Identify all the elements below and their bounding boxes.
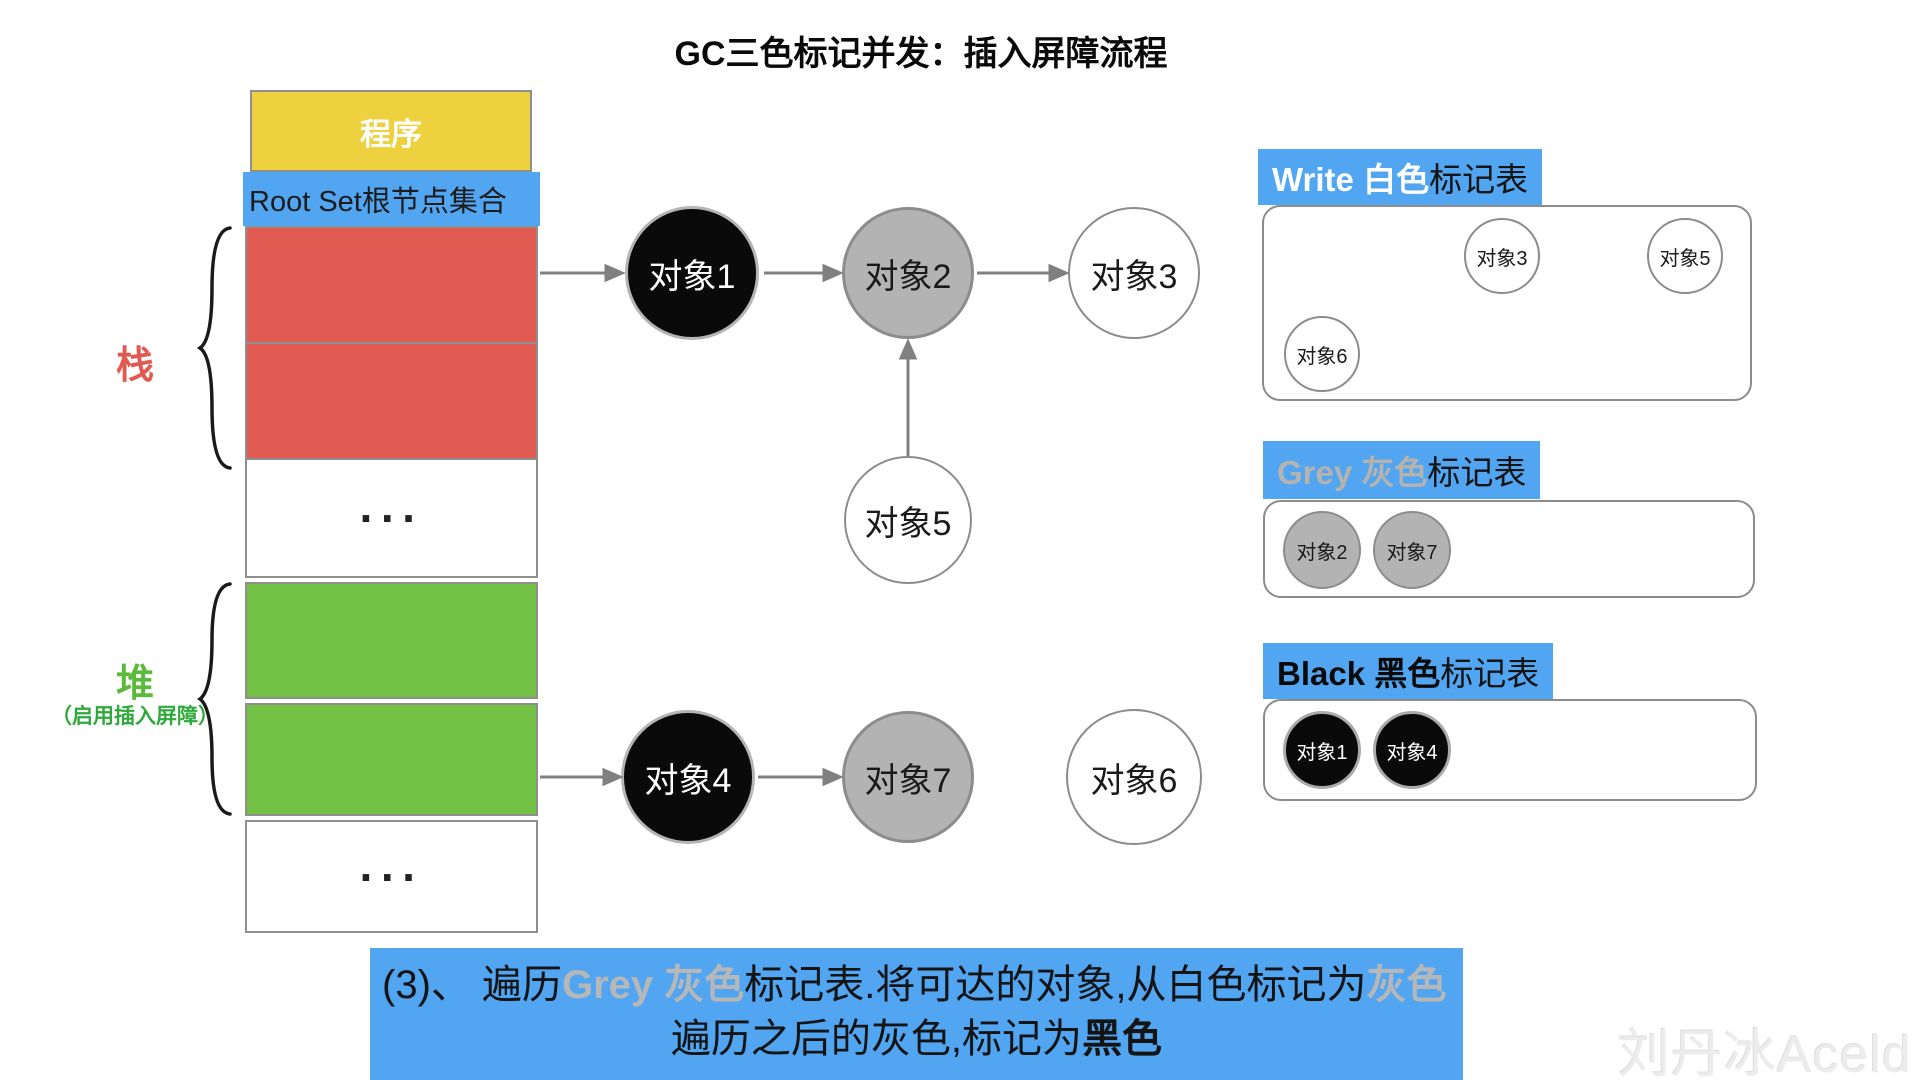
caption-l2-p2: 黑色	[1082, 1017, 1163, 1061]
graph-node-obj5: 对象5	[844, 456, 972, 584]
grey-table-item-obj7: 对象7	[1373, 511, 1451, 589]
stack-slot-2	[245, 342, 538, 460]
black-table-title-accent: Black 黑色	[1277, 655, 1441, 692]
white-table-title-accent: Write 白色	[1272, 161, 1430, 198]
arrow-obj2-to-obj3	[977, 263, 1070, 283]
white-table-item-obj3: 对象3	[1464, 218, 1540, 294]
stack-ellipsis-box: ···	[245, 458, 538, 578]
graph-node-obj4: 对象4	[621, 710, 755, 844]
black-table-item-obj1: 对象1	[1283, 711, 1361, 789]
graph-node-obj2: 对象2	[842, 207, 974, 339]
caption-banner: (3)、 遍历Grey 灰色标记表.将可达的对象,从白色标记为灰色 遍历之后的灰…	[370, 948, 1463, 1080]
graph-node-obj6: 对象6	[1066, 709, 1202, 845]
grey-table-title-accent: Grey 灰色	[1277, 454, 1428, 491]
black-table-body: 对象1 对象4	[1263, 699, 1757, 801]
caption-line-1: (3)、 遍历Grey 灰色标记表.将可达的对象,从白色标记为灰色	[370, 958, 1463, 1012]
black-table-title-rest: 标记表	[1440, 655, 1540, 692]
heap-slot-1	[245, 582, 538, 699]
graph-node-obj7: 对象7	[842, 711, 974, 843]
arrow-obj1-to-obj2	[764, 263, 844, 283]
grey-table-body: 对象2 对象7	[1263, 500, 1755, 598]
program-box: 程序	[250, 90, 532, 172]
graph-node-obj1: 对象1	[625, 206, 759, 340]
caption-l1-p1: (3)、 遍历	[382, 963, 562, 1007]
grey-table-title-rest: 标记表	[1427, 454, 1527, 491]
white-table-item-obj6: 对象6	[1284, 316, 1360, 392]
white-table-body: 对象3 对象5 对象6	[1262, 205, 1752, 401]
arrow-obj4-to-obj7	[758, 767, 844, 787]
white-table-item-obj5: 对象5	[1647, 218, 1723, 294]
diagram-title: GC三色标记并发：插入屏障流程	[674, 35, 1168, 73]
heap-insert-barrier-note: （启用插入屏障）	[51, 705, 219, 728]
white-table-header: Write 白色标记表	[1258, 149, 1543, 205]
grey-table-header: Grey 灰色标记表	[1263, 441, 1541, 499]
heap-label: 堆	[115, 663, 154, 705]
white-table-title-rest: 标记表	[1429, 161, 1529, 198]
heap-brace	[197, 582, 232, 816]
caption-l1-p2: Grey 灰色	[562, 963, 745, 1007]
caption-l1-p4: 灰色	[1366, 963, 1447, 1007]
heap-ellipsis-box: ···	[245, 820, 538, 933]
caption-l2-p1: 遍历之后的灰色,标记为	[670, 1017, 1083, 1061]
caption-l1-p3: 标记表.将可达的对象,从白色标记为	[744, 963, 1367, 1007]
stack-label: 栈	[115, 345, 154, 387]
stack-slot-1	[245, 226, 538, 344]
stack-brace	[196, 226, 232, 470]
caption-line-2: 遍历之后的灰色,标记为黑色	[370, 1012, 1463, 1066]
heap-slot-2	[245, 703, 538, 816]
graph-node-obj3: 对象3	[1068, 207, 1200, 339]
grey-table-item-obj2: 对象2	[1283, 511, 1361, 589]
black-table-item-obj4: 对象4	[1373, 711, 1451, 789]
root-set-box: Root Set根节点集合	[243, 172, 540, 226]
arrow-heap-to-obj4	[540, 767, 624, 787]
arrow-rootset-to-obj1	[540, 263, 626, 283]
arrow-obj5-to-obj2	[898, 338, 918, 456]
black-table-header: Black 黑色标记表	[1263, 643, 1554, 699]
watermark: 刘丹冰Aceld	[1617, 1026, 1912, 1080]
